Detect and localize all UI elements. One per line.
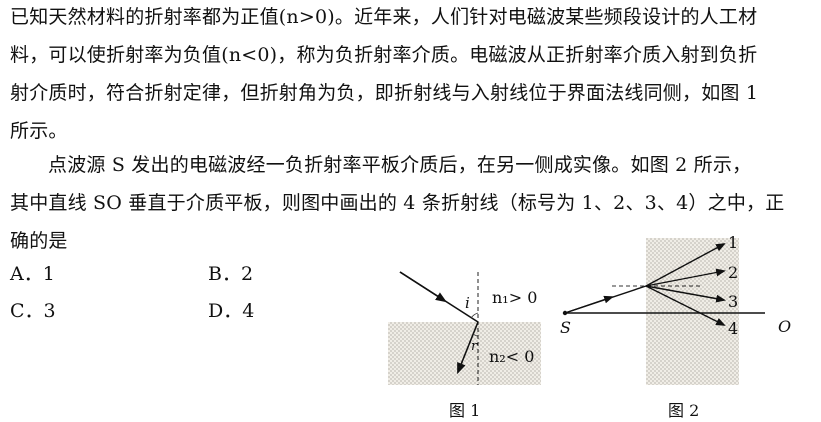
problem-line-1: 已知天然材料的折射率都为正值(n>0)。近年来，人们针对电磁波某些频段设计的人工… xyxy=(10,6,758,28)
medium-slab-2 xyxy=(646,238,739,385)
end-label-o: O xyxy=(778,317,792,336)
refracted-ray xyxy=(457,321,479,375)
ray-label-3: 3 xyxy=(728,292,739,311)
figure-2 xyxy=(562,238,765,385)
figure-1 xyxy=(388,271,541,385)
ray-3 xyxy=(645,285,726,303)
incident-ray-s-arrow xyxy=(564,295,614,314)
ray-4 xyxy=(645,285,726,326)
option-a[interactable]: A．1 xyxy=(10,263,55,285)
medium-region-1 xyxy=(388,322,541,385)
angle-r-arc xyxy=(472,333,479,337)
figure-1-caption: 图 1 xyxy=(449,401,481,420)
source-label: S xyxy=(560,318,571,337)
ray-1 xyxy=(645,243,726,287)
angle-r-label: r xyxy=(471,339,478,354)
option-c[interactable]: C．3 xyxy=(10,300,56,322)
ray-2 xyxy=(645,268,726,287)
n1-label: n₁> 0 xyxy=(492,288,538,307)
problem-line-2: 料，可以使折射率为负值(n<0)，称为负折射率介质。电磁波从正折射率介质入射到负… xyxy=(10,44,758,66)
option-b[interactable]: B．2 xyxy=(208,263,254,285)
ray-label-2: 2 xyxy=(728,263,739,282)
incident-ray-arrow xyxy=(399,271,447,303)
n2-label: n₂< 0 xyxy=(489,347,535,366)
angle-i-label: i xyxy=(465,294,470,312)
ray-label-1: 1 xyxy=(728,233,739,252)
problem-line-6: 其中直线 SO 垂直于介质平板，则图中画出的 4 条折射线（标号为 1、2、3、… xyxy=(10,192,785,214)
ray-label-4: 4 xyxy=(728,319,739,338)
figure-2-caption: 图 2 xyxy=(668,401,700,420)
problem-line-4: 所示。 xyxy=(10,120,68,142)
angle-i-arc xyxy=(470,312,479,319)
problem-line-5: 点波源 S 发出的电磁波经一负折射率平板介质后，在另一侧成实像。如图 2 所示， xyxy=(48,154,752,176)
option-d[interactable]: D．4 xyxy=(208,300,255,322)
problem-line-7: 确的是 xyxy=(10,230,68,252)
problem-line-3: 射介质时，符合折射定律，但折射角为负，即折射线与入射线位于界面法线同侧，如图 1 xyxy=(10,82,759,104)
